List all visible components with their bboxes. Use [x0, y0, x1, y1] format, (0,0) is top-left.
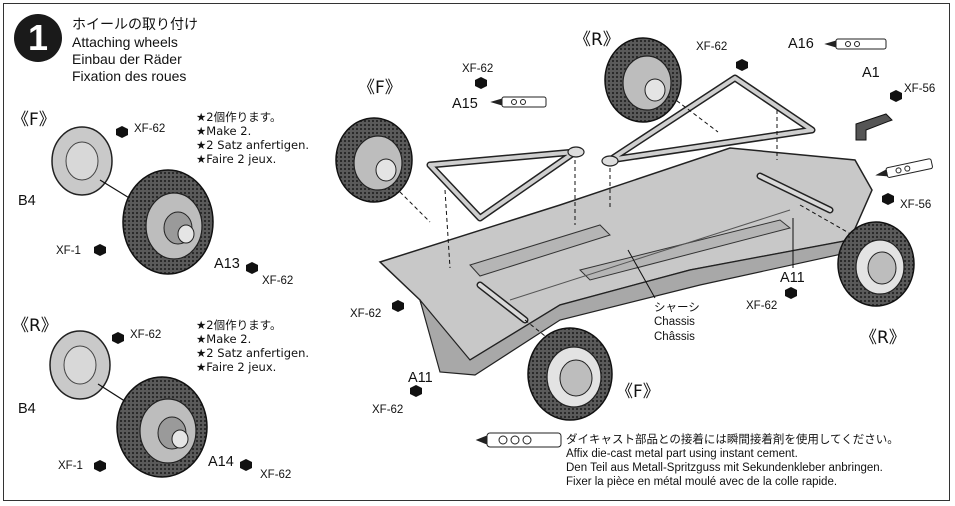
rear-hub-b4 [49, 330, 111, 400]
title-ja: ホイールの取り付け [72, 17, 198, 33]
chassis-label-fr: Châssis [654, 331, 695, 343]
paint-right-mid: XF-56 [900, 199, 932, 211]
front-tire-a13 [122, 169, 214, 275]
part-a11-left: A11 [408, 370, 433, 386]
rear-part-b4: B4 [18, 401, 36, 417]
rear-paint-a14: XF-62 [260, 469, 292, 481]
chassis [378, 147, 873, 376]
wheel-rear-top [604, 37, 682, 123]
part-a1-shape [855, 113, 893, 141]
chassis-label-r-bottom: 《R》 [860, 328, 906, 348]
front-note-en: ★Make 2. [196, 124, 252, 138]
caution-ja: ダイキャスト部品との接着には瞬間接着剤を使用してください。 [566, 432, 899, 446]
front-part-a13: A13 [214, 256, 240, 272]
title-fr: Fixation des roues [72, 68, 187, 84]
part-a1: A1 [862, 65, 880, 81]
instruction-frame [3, 3, 950, 501]
wheel-rear-bottom [837, 221, 915, 307]
front-paint-a13: XF-62 [262, 275, 294, 287]
front-part-b4: B4 [18, 193, 36, 209]
wheel-front-bottom [527, 327, 613, 421]
paint-chassis-left: XF-62 [350, 308, 382, 320]
rear-paint-hub: XF-62 [130, 329, 162, 341]
front-note-de: ★2 Satz anfertigen. [196, 138, 310, 152]
chassis-label-f-bottom: 《F》 [616, 382, 660, 402]
front-label: 《F》 [12, 110, 56, 130]
chassis-label-f-top: 《F》 [358, 78, 402, 98]
chassis-label-ja: シャーシ [654, 300, 700, 314]
title-de: Einbau der Räder [72, 51, 182, 67]
paint-a11-left: XF-62 [372, 404, 404, 416]
front-note-fr: ★Faire 2 jeux. [196, 152, 277, 166]
part-a15: A15 [452, 96, 478, 112]
rear-note-de: ★2 Satz anfertigen. [196, 346, 310, 360]
rear-label: 《R》 [12, 316, 58, 336]
paint-a1: XF-56 [904, 83, 936, 95]
title-en: Attaching wheels [72, 34, 178, 50]
paint-drop-icons-chassis [392, 59, 902, 397]
part-a11-right: A11 [780, 270, 805, 286]
rear-paint-tire: XF-1 [58, 460, 83, 472]
part-a16: A16 [788, 36, 814, 52]
paint-a11-right: XF-62 [746, 300, 778, 312]
front-note-ja: ★2個作ります。 [196, 110, 282, 124]
caution-fr: Fixer la pièce en métal moulé avec de la… [566, 476, 838, 488]
rear-note-ja: ★2個作ります。 [196, 318, 282, 332]
wheel-front-top [335, 117, 413, 203]
rear-part-a14: A14 [208, 454, 234, 470]
caution-en: Affix die-cast metal part using instant … [566, 448, 798, 460]
chassis-label-r-top: 《R》 [574, 30, 620, 50]
step-number-badge: 1 [14, 14, 62, 62]
paint-drop-icons-left [94, 126, 258, 472]
rear-note-fr: ★Faire 2 jeux. [196, 360, 277, 374]
front-hub-b4 [51, 126, 113, 196]
cement-tube-icons [475, 38, 933, 448]
caution-de: Den Teil aus Metall-Spritzguss mit Sekun… [566, 462, 883, 474]
paint-a15: XF-62 [462, 63, 494, 75]
paint-a16: XF-62 [696, 41, 728, 53]
front-paint-tire: XF-1 [56, 245, 81, 257]
rear-tire-a14 [116, 376, 208, 478]
front-paint-hub: XF-62 [134, 123, 166, 135]
chassis-label-en: Chassis [654, 316, 695, 328]
rear-note-en: ★Make 2. [196, 332, 252, 346]
